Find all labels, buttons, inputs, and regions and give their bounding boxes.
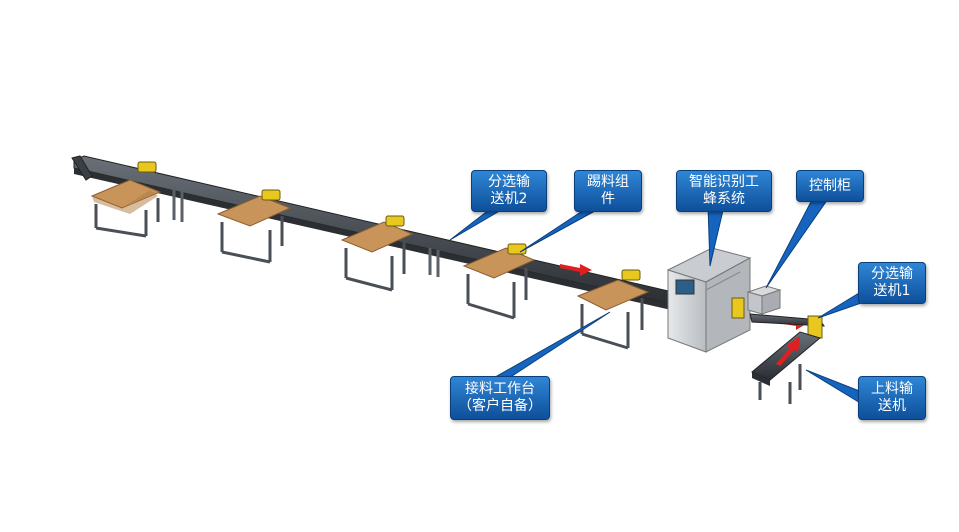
callout-sort-conveyor-1-line-1: 分选输 xyxy=(871,266,913,282)
callout-control-cabinet: 控制柜 xyxy=(796,170,864,202)
workbench-4 xyxy=(462,247,536,320)
callout-control-cabinet-line-1: 控制柜 xyxy=(809,177,851,194)
receiving-workbench-group xyxy=(90,179,650,350)
callout-receiving-workbench-line-1: 接料工作台 xyxy=(465,381,535,397)
callout-sort-conveyor-2: 分选输 送机2 xyxy=(471,170,547,212)
callout-receiving-workbench-line-2: （客户自备） xyxy=(458,398,542,414)
workbench-3 xyxy=(340,221,414,292)
pointer-kick-assembly xyxy=(519,205,605,253)
callout-smart-recognition-line-1: 智能识别工 xyxy=(689,174,759,190)
callout-sort-conveyor-2-line-1: 分选输 xyxy=(488,174,530,190)
callout-kick-assembly-line-2: 件 xyxy=(601,191,615,207)
callout-sort-conveyor-2-line-2: 送机2 xyxy=(490,191,528,207)
flow-arrow-feed xyxy=(776,336,800,366)
workbench-1 xyxy=(90,179,162,238)
callout-kick-assembly: 踢料组 件 xyxy=(574,170,642,212)
flow-arrow-main xyxy=(560,264,592,276)
pointer-control-cabinet xyxy=(765,195,831,289)
callout-receiving-workbench: 接料工作台 （客户自备） xyxy=(450,376,550,420)
workbench-5 xyxy=(576,279,650,350)
sort-conveyor-1-machine xyxy=(749,313,825,339)
feed-conveyor-machine xyxy=(751,331,822,404)
pointer-feed-conveyor xyxy=(805,369,863,405)
callout-kick-assembly-line-1: 踢料组 xyxy=(587,174,629,190)
kick-assembly-units xyxy=(137,161,641,281)
control-cabinet-machine xyxy=(746,285,782,315)
callout-feed-conveyor-line-2: 送机 xyxy=(878,398,906,414)
callout-sort-conveyor-1-line-2: 送机1 xyxy=(873,283,911,299)
callout-feed-conveyor: 上料输 送机 xyxy=(858,376,926,420)
workbench-2 xyxy=(216,195,292,264)
callout-feed-conveyor-line-1: 上料输 xyxy=(871,381,913,397)
callout-smart-recognition-line-2: 蜂系统 xyxy=(703,191,745,207)
callout-smart-recognition-system: 智能识别工 蜂系统 xyxy=(676,170,772,212)
pointer-receiving-workbench xyxy=(488,311,611,381)
callout-sort-conveyor-1: 分选输 送机1 xyxy=(858,262,926,304)
smart-recognition-cabinet xyxy=(666,247,752,353)
